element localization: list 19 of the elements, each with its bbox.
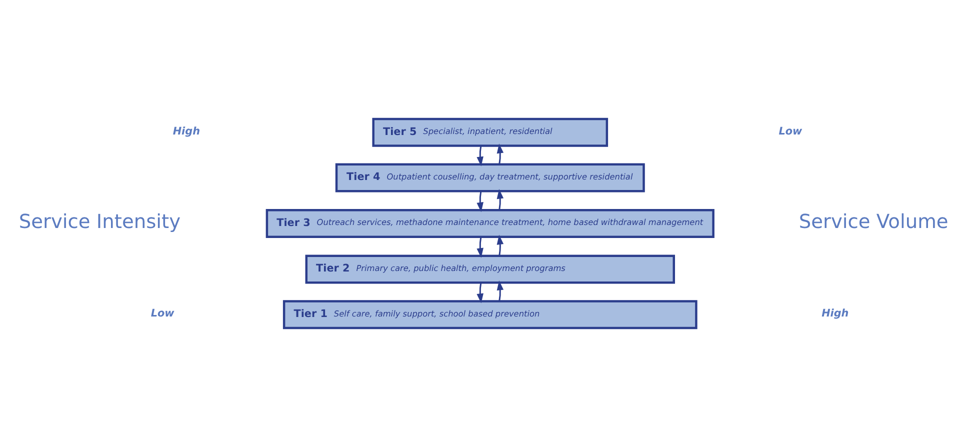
node-box: Tier 5 Specialist, inpatient, residential	[372, 118, 608, 147]
node-box: Tier 3 Outreach services, methadone maintenance treatment, home based withdrawal management	[265, 209, 714, 238]
label: Service Intensity	[18, 210, 180, 234]
label: Low	[778, 125, 802, 138]
arrow	[496, 144, 504, 164]
node-box: Tier 1 Self care, family support, school based prevention	[282, 300, 697, 330]
arrow	[496, 234, 504, 256]
label: High	[172, 125, 200, 138]
node-box: Tier 4 Outpatient couselling, day treatment, supportive residential	[334, 163, 644, 192]
arrow	[476, 282, 483, 304]
arrow	[476, 236, 483, 258]
label: Service Volume	[798, 210, 948, 234]
node-box: Tier 2 Primary care, public health, employment programs	[304, 254, 674, 284]
arrow	[476, 146, 483, 166]
arrow	[496, 189, 504, 210]
label: High	[821, 308, 848, 320]
arrow	[496, 280, 504, 302]
arrow	[476, 191, 483, 212]
label: Low	[150, 308, 174, 320]
